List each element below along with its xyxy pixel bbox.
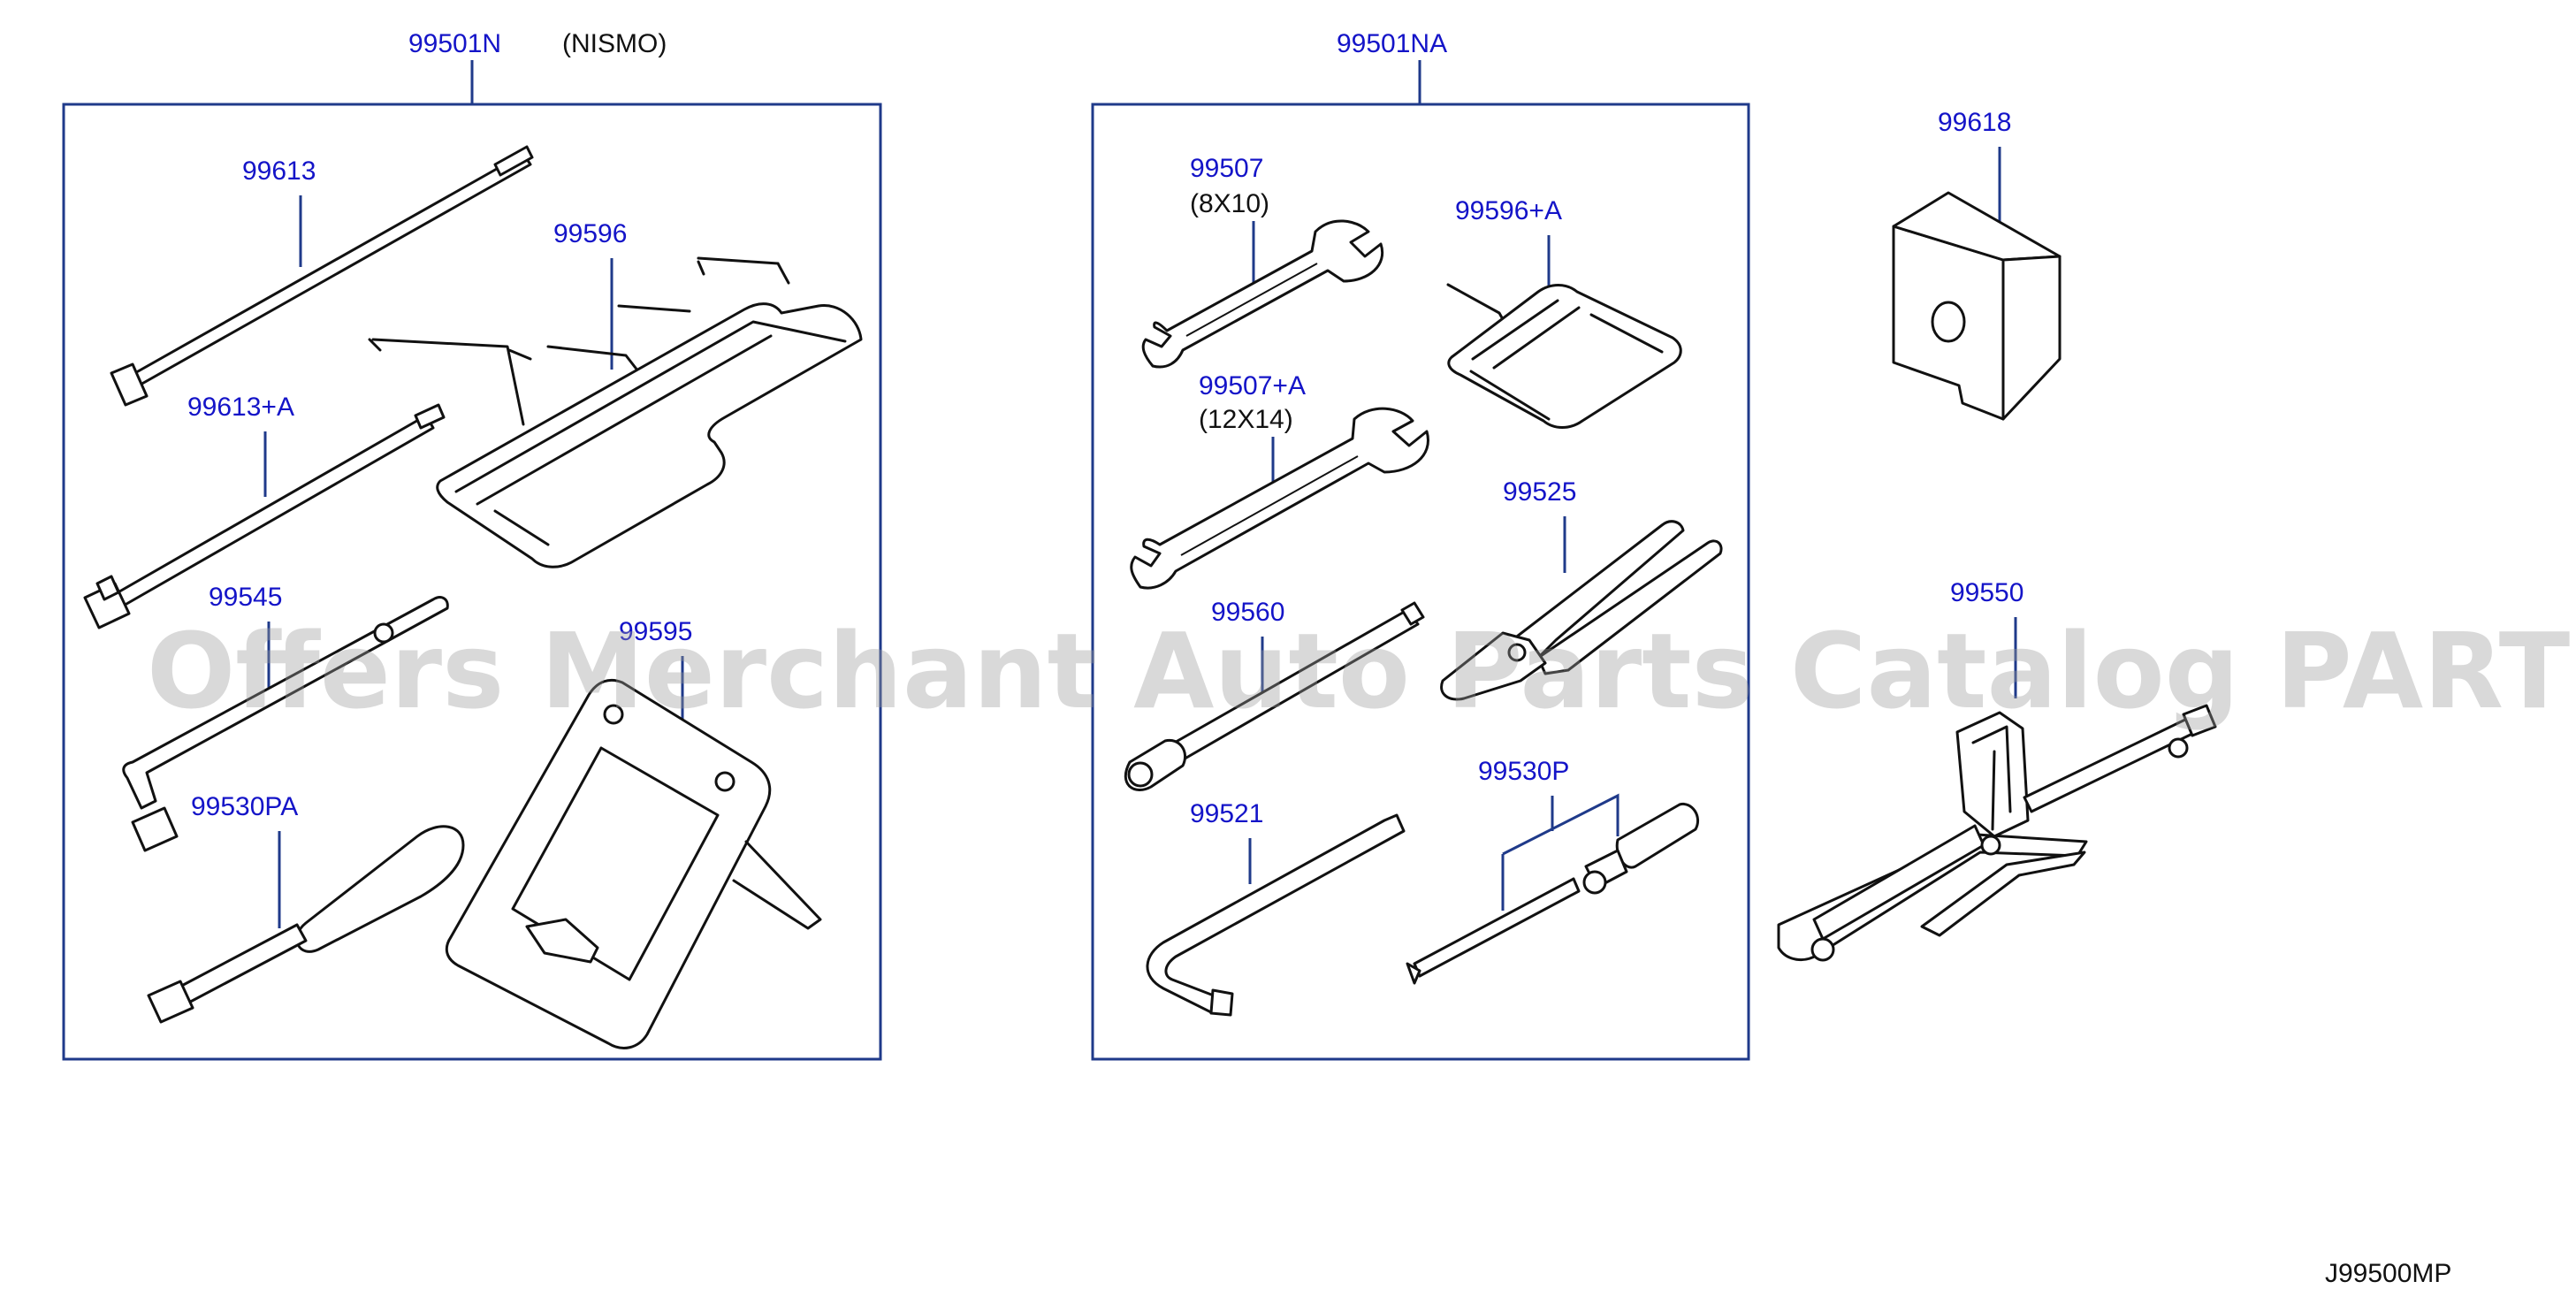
tool-bag-holder-rail	[454, 320, 847, 546]
scissor-jack-arm-lower	[1920, 851, 2086, 937]
part-99550-label[interactable]: 99550	[1950, 578, 2023, 607]
jack-handle-extension-drawing	[113, 414, 435, 608]
part-99525[interactable]: 99525	[1440, 477, 1723, 701]
part-99507-size: (8X10)	[1190, 189, 1269, 218]
jack-spacer-block-hole	[1931, 301, 1966, 343]
watermark-text: Offers Merchant Auto Parts Catalog PARTS…	[147, 610, 2576, 732]
wrench-12x14-ridge	[1180, 455, 1359, 556]
part-99560[interactable]: 99560	[1124, 598, 1425, 791]
part-99545-label[interactable]: 99545	[209, 583, 282, 612]
part-99530pa-label[interactable]: 99530PA	[191, 792, 298, 821]
l-hex-wrench-tip	[1209, 988, 1234, 1017]
part-99550[interactable]: 99550	[1777, 578, 2217, 962]
part-99595-label[interactable]: 99595	[619, 617, 692, 646]
wheel-nut-wrench-bar-tip	[1400, 601, 1425, 626]
part-99618-label[interactable]: 99618	[1938, 108, 2011, 137]
wrench-8x10-ridge	[1185, 263, 1318, 337]
pliers-pivot	[1507, 643, 1527, 662]
part-99530p-leader	[1501, 793, 1620, 911]
part-99560-label[interactable]: 99560	[1211, 598, 1284, 627]
tool-bag-holder-tray	[436, 302, 863, 568]
part-99596a-label[interactable]: 99596+A	[1455, 196, 1562, 225]
part-99507a[interactable]: 99507+A (12X14)	[1130, 371, 1429, 590]
screwdriver-shaft	[171, 923, 308, 1008]
part-99613-label[interactable]: 99613	[242, 156, 316, 186]
warning-triangle-stand-leg	[732, 840, 822, 930]
warning-triangle-stand-pin-b	[714, 771, 735, 792]
part-99507-label[interactable]: 99507	[1190, 154, 1263, 183]
screwdriver-set-handle	[1615, 802, 1700, 869]
scissor-jack-screw-nut	[2168, 737, 2189, 759]
part-99596-label[interactable]: 99596	[553, 219, 627, 248]
pliers-upper-handle	[1508, 520, 1685, 660]
wrench-12x14-drawing	[1130, 407, 1429, 590]
part-99545[interactable]: 99545	[122, 583, 449, 852]
screwdriver-handle	[295, 825, 465, 953]
group-left-part-no[interactable]: 99501N	[408, 29, 501, 58]
tool-bag-holder-straps	[368, 256, 790, 426]
part-99596a[interactable]: 99596+A	[1446, 196, 1682, 429]
diagram-code: J99500MP	[2325, 1259, 2451, 1288]
scissor-jack-pivot	[1980, 835, 2001, 856]
spark-plug-wrench-eye	[373, 622, 394, 644]
group-left: 99501N (NISMO)	[62, 29, 882, 1061]
jack-handle-rod-drawing	[124, 152, 532, 391]
scissor-jack-base	[1777, 833, 2088, 962]
jack-handle-rod-tip	[493, 145, 534, 177]
part-99507a-label[interactable]: 99507+A	[1199, 371, 1306, 400]
part-99618[interactable]: 99618	[1892, 108, 2062, 421]
part-99525-label[interactable]: 99525	[1503, 477, 1576, 507]
part-99613[interactable]: 99613	[110, 145, 534, 407]
jack-spacer-block-side	[2001, 255, 2062, 421]
group-left-note: (NISMO)	[562, 29, 667, 58]
part-99507[interactable]: 99507 (8X10)	[1141, 154, 1384, 369]
part-99530p-label[interactable]: 99530P	[1478, 757, 1569, 786]
spark-plug-wrench-drawing	[122, 596, 449, 810]
scissor-jack-foot	[1810, 937, 1835, 962]
part-99613a-label[interactable]: 99613+A	[187, 393, 294, 422]
wheel-nut-wrench-bar-hole	[1127, 761, 1154, 788]
jack-handle-extension-tip	[414, 403, 446, 430]
part-99530pa[interactable]: 99530PA	[147, 792, 465, 1024]
part-99596[interactable]: 99596	[368, 219, 863, 568]
part-99595[interactable]: 99595	[445, 617, 822, 1049]
tool-holder-tray-divider	[1469, 299, 1664, 421]
part-99507a-size: (12X14)	[1199, 405, 1293, 434]
pliers-lower-handle	[1536, 539, 1723, 675]
screwdriver-set-socket-hole	[1582, 870, 1607, 895]
part-99530p[interactable]: 99530P	[1406, 757, 1700, 985]
warning-triangle-stand-clip	[525, 918, 599, 964]
tool-holder-tray-drawing	[1447, 284, 1682, 429]
spark-plug-wrench-socket	[131, 806, 179, 852]
screwdriver-set-bit	[1413, 877, 1581, 978]
scissor-jack-head-saddle	[1971, 725, 2012, 831]
part-99613a[interactable]: 99613+A	[83, 393, 446, 629]
jack-handle-rod-end	[110, 362, 149, 407]
part-99521[interactable]: 99521	[1146, 799, 1406, 1017]
screwdriver-set-tip	[1406, 962, 1421, 985]
part-99521-label[interactable]: 99521	[1190, 799, 1263, 828]
scissor-jack-screw-end	[2182, 704, 2217, 737]
group-right: 99501NA	[1091, 29, 1750, 1061]
l-hex-wrench-drawing	[1146, 813, 1406, 1015]
warning-triangle-stand-pin-a	[603, 704, 624, 725]
jack-handle-extension-knob	[95, 575, 120, 601]
group-right-part-no[interactable]: 99501NA	[1337, 29, 1447, 58]
screwdriver-socket	[147, 980, 194, 1024]
